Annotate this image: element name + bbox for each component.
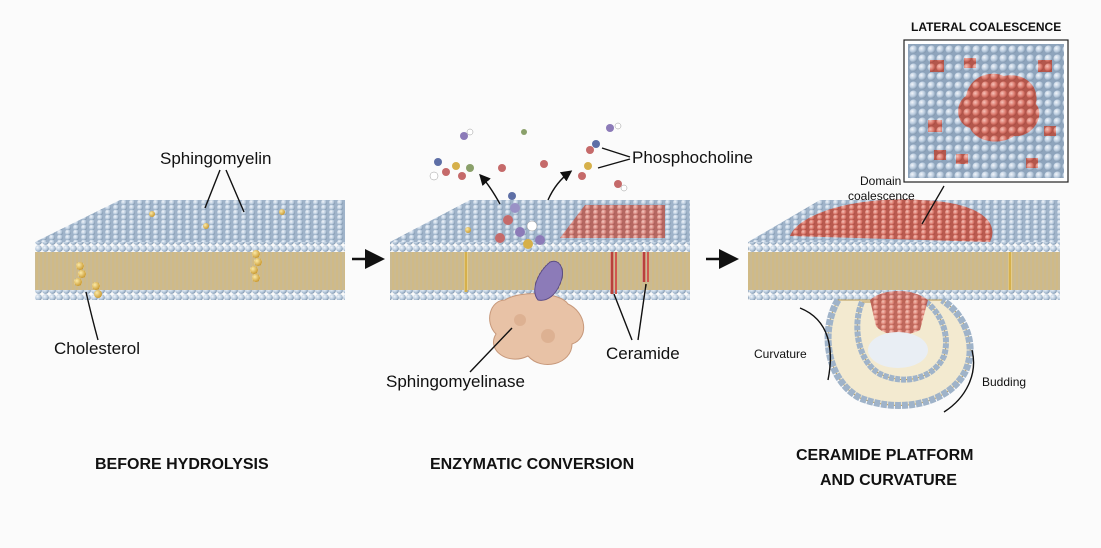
top-leaflet-surface: [35, 200, 345, 242]
inset-ceramide-domain: [1044, 126, 1056, 136]
cholesterol-head: [279, 209, 285, 215]
substrate-sphingomyelin-cluster: [495, 192, 545, 249]
domain-coalescence-label-line2: coalescence: [848, 189, 915, 203]
cholesterol-head: [149, 211, 155, 217]
ceramide-pointer-2: [637, 283, 647, 341]
phosphocholine-pointer-1: [601, 147, 631, 158]
inset-title: LATERAL COALESCENCE: [911, 20, 1061, 34]
cholesterol-pointer: [85, 291, 99, 341]
ceramide-platform: [790, 199, 993, 242]
ceramide-pointer-1: [613, 293, 633, 341]
cholesterol-label: Cholesterol: [54, 339, 140, 358]
budding-bracket: [943, 349, 975, 413]
release-arrow-right: [547, 170, 573, 201]
domain-coalescence-pointer: [921, 185, 945, 225]
budding-label: Budding: [982, 375, 1026, 389]
inset-ceramide-domain: [956, 154, 968, 164]
caption-enzymatic-conversion: ENZYMATIC CONVERSION: [430, 456, 634, 473]
caption-before-hydrolysis: BEFORE HYDROLYSIS: [95, 456, 269, 473]
sphingomyelinase-pointer: [469, 327, 513, 373]
inset-ceramide-domain: [934, 150, 946, 160]
membrane-bud: [824, 290, 974, 409]
ceramide-label: Ceramide: [606, 344, 680, 363]
inset-ceramide-domain: [930, 60, 944, 72]
upper-headgroup-row: [35, 242, 345, 252]
phosphocholine-pointer-2: [597, 158, 631, 169]
release-arrow-left: [479, 173, 501, 205]
inset-ceramide-domain: [1026, 158, 1038, 168]
acyl-tails: [748, 252, 1060, 290]
ceramide-molecule: [610, 252, 617, 294]
ceramide-enriched-region: [560, 205, 665, 238]
released-phosphocholine: [429, 122, 628, 192]
acyl-tails: [35, 252, 345, 290]
upper-headgroup-row: [748, 242, 1060, 252]
sphingomyelinase-label: Sphingomyelinase: [386, 372, 525, 391]
ceramide-molecule: [642, 252, 649, 282]
cholesterol-molecule: [250, 250, 262, 282]
lateral-coalescence-inset: LATERAL COALESCENCE: [903, 20, 1069, 183]
caption-ceramide-platform: CERAMIDE PLATFORM: [796, 447, 973, 464]
caption-and-curvature: AND CURVATURE: [820, 472, 957, 489]
cholesterol-head: [203, 223, 209, 229]
inset-ceramide-domain: [1038, 60, 1052, 72]
inset-ceramide-domain: [928, 120, 942, 132]
sphingomyelin-pointer-2: [225, 169, 245, 213]
phosphocholine-label: Phosphocholine: [632, 148, 753, 167]
upper-headgroup-row: [390, 242, 690, 252]
membrane-panel-1: [35, 200, 345, 300]
sphingomyelinase-enzyme: [489, 260, 585, 365]
sphingomyelin-label: Sphingomyelin: [160, 149, 272, 168]
cholesterol-molecule: [74, 262, 102, 298]
membrane-panel-2: [390, 192, 690, 365]
sphingomyelin-pointer-1: [204, 169, 221, 209]
inset-ceramide-domain-large: [958, 73, 1040, 142]
lower-headgroup-row: [35, 290, 345, 300]
cholesterol-head: [465, 227, 471, 233]
domain-coalescence-label-line1: Domain: [860, 174, 901, 188]
curvature-label: Curvature: [754, 347, 807, 361]
membrane-panel-3: [748, 199, 1060, 409]
curvature-bracket: [799, 307, 831, 381]
inset-ceramide-domain: [964, 58, 976, 68]
